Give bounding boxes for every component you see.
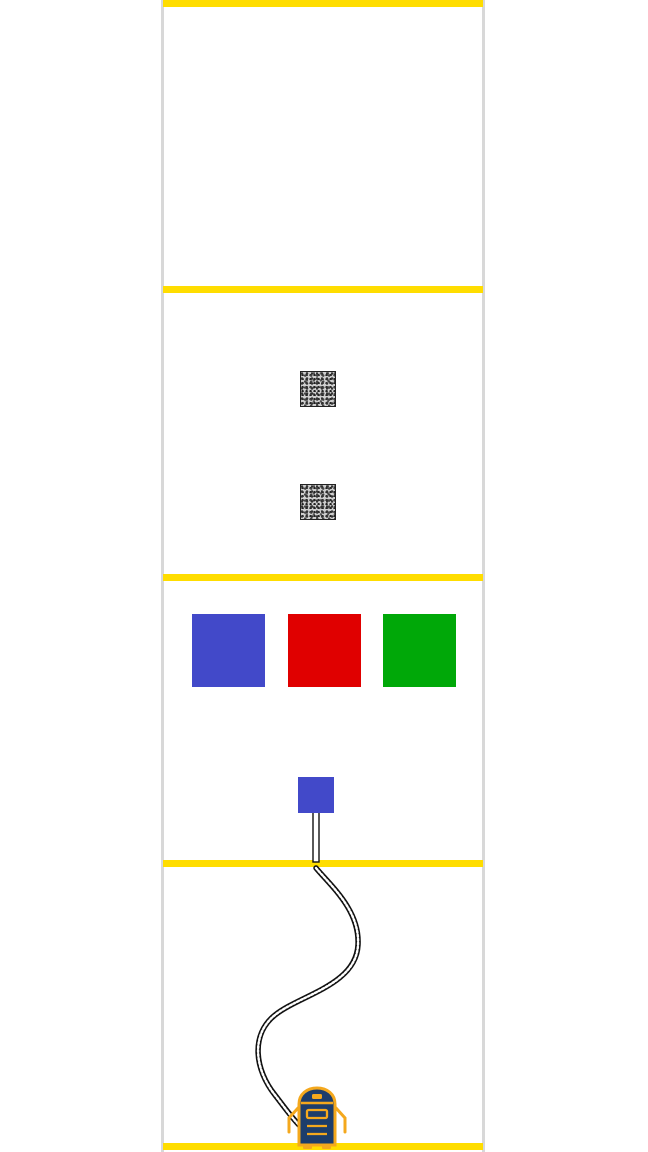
lane-divider-2 [163, 574, 483, 581]
color-tile-red[interactable] [288, 614, 361, 687]
lane-divider-bottom [163, 1143, 483, 1150]
lane-divider-top [163, 0, 483, 7]
lane-divider-1 [163, 286, 483, 293]
color-tile-blue[interactable] [192, 614, 265, 687]
color-tile-green[interactable] [383, 614, 456, 687]
obstacle-block [300, 371, 336, 407]
obstacle-block [300, 484, 336, 520]
lane-divider-3 [163, 860, 483, 867]
